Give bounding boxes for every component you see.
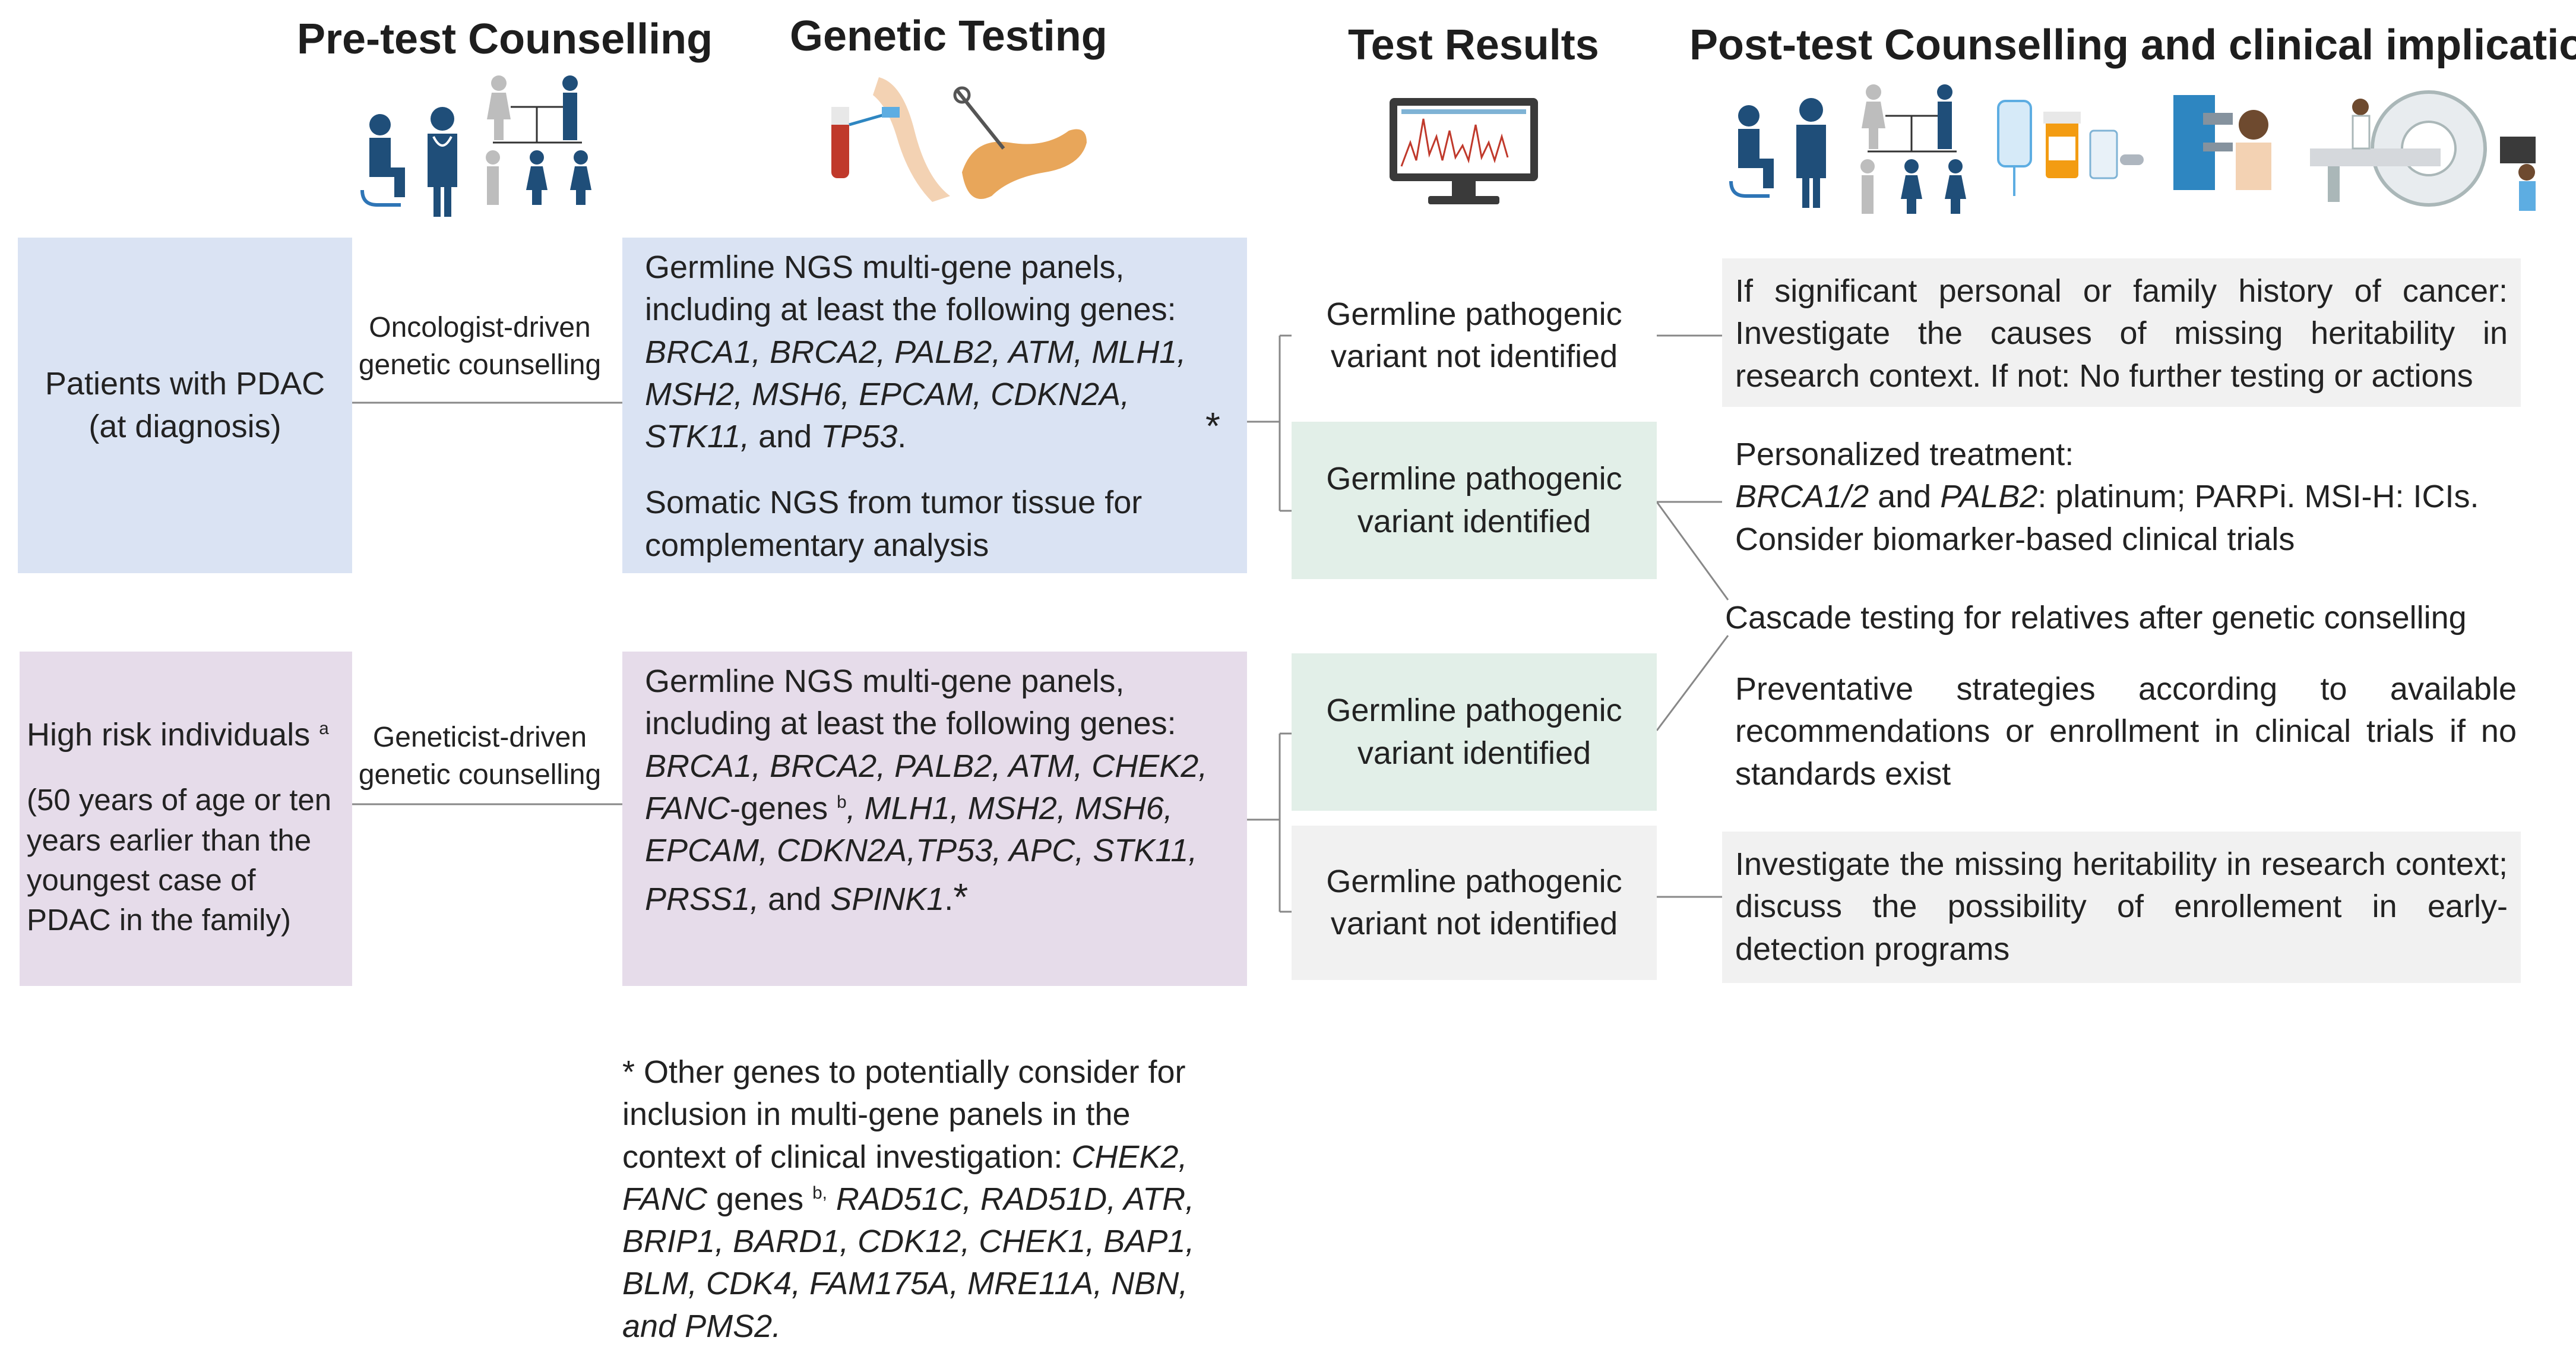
high-risk-individuals-box: High risk individuals a (50 years of age…: [20, 652, 352, 986]
high-risk-detail: (50 years of age or ten years earlier th…: [27, 783, 332, 937]
sequencing-monitor-icon: [1390, 98, 1538, 204]
clinician-patient-icon: [360, 107, 457, 217]
cascade-testing-text: Cascade testing for relatives after gene…: [1725, 600, 2467, 636]
footnote-other-genes: * Other genes to potentially consider fo…: [622, 1054, 1195, 1344]
mammography-icon: [2173, 95, 2271, 190]
header-posttest: Post-test Counselling and clinical impli…: [1689, 21, 2576, 69]
header-pretest: Pre-test Counselling: [297, 15, 713, 63]
post-not-identified-hri: Investigate the missing heritability in …: [1722, 832, 2521, 983]
blood-draw-arm-icon: [831, 77, 950, 202]
high-risk-label: High risk individuals a: [27, 717, 329, 753]
result-not-identified-pdac: Germline pathogenic variant not identifi…: [1326, 296, 1622, 374]
result-identified-hri: Germline pathogenic variant identified: [1292, 653, 1657, 811]
panel-intro: Germline NGS multi-gene panels, includin…: [645, 249, 1176, 328]
family-tree-icon-post: [1860, 84, 1966, 214]
pancreas-biopsy-icon: [953, 86, 1087, 199]
panel-asterisk: *: [1205, 404, 1220, 447]
family-tree-icon: [486, 75, 591, 205]
iv-drug-icon: [1997, 100, 2144, 196]
germline-panel-box-hri: Germline NGS multi-gene panels, includin…: [622, 652, 1247, 986]
post-not-identified-pdac: If significant personal or family histor…: [1722, 258, 2521, 407]
header-test-results: Test Results: [1348, 21, 1599, 69]
patients-pdac-box: Patients with PDAC (at diagnosis): [18, 238, 352, 573]
somatic-ngs-text: Somatic NGS from tumor tissue for comple…: [645, 485, 1143, 563]
post-identified-hri: Preventative strategies according to ava…: [1735, 671, 2517, 792]
post-identified-pdac: Personalized treatment: BRCA1/2 and PALB…: [1735, 437, 2479, 557]
panel-genes-hri: BRCA1, BRCA2, PALB2, ATM, CHEK2, FANC-ge…: [645, 748, 1208, 919]
panel-genes: BRCA1, BRCA2, PALB2, ATM, MLH1, MSH2, MS…: [645, 334, 1186, 455]
patients-pdac-label: Patients with PDAC: [45, 366, 325, 402]
germline-panel-box-pdac: Germline NGS multi-gene panels, includin…: [622, 238, 1247, 573]
result-identified-pdac: Germline pathogenic variant identified: [1292, 422, 1657, 579]
result-not-identified-hri: Germline pathogenic variant not identifi…: [1292, 826, 1657, 980]
clinician-patient-icon-post: [1729, 98, 1826, 208]
mri-scanner-icon: [2310, 90, 2536, 211]
patients-pdac-sublabel: (at diagnosis): [88, 408, 281, 444]
header-genetic-testing: Genetic Testing: [790, 12, 1107, 60]
